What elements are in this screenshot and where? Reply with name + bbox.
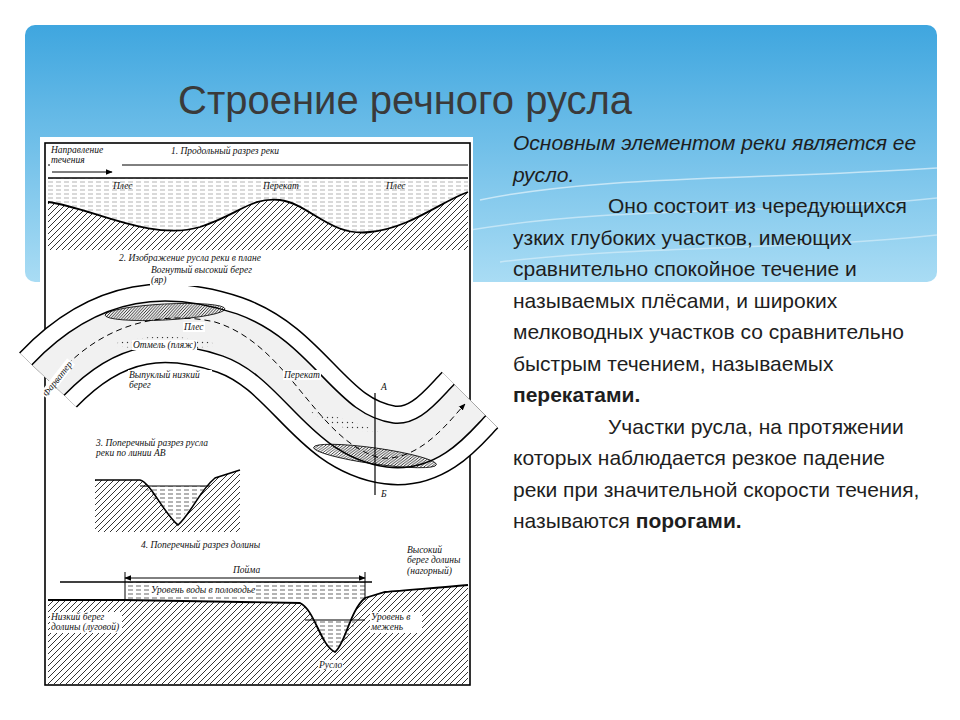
diagram-label: Отмель (пляж) (132, 340, 197, 350)
river-diagram (40, 137, 473, 690)
drawing-part (374, 393, 375, 495)
drawing-part (48, 585, 468, 652)
diagram-label: 4. Поперечный разрез долины (140, 540, 261, 550)
diagram-label: Пойма (232, 565, 261, 575)
drawing-part (125, 582, 365, 600)
drawing-part (105, 301, 226, 323)
paragraph-text: Основным элементом реки является ее русл… (513, 131, 916, 186)
paragraph: Оно состоит из чередующихся узких глубок… (513, 190, 925, 411)
drawing-part (110, 337, 220, 350)
drawing-part (40, 137, 473, 690)
slide-title: Строение речного русла (178, 78, 632, 123)
drawing-part (48, 192, 468, 250)
diagram-label: Плес (112, 181, 134, 191)
diagram-label: Низкий берег долины (луговой) (50, 612, 122, 633)
term: перекатами. (513, 383, 640, 406)
diagram-label: Плес (385, 181, 407, 191)
diagram-label: А (380, 382, 388, 392)
diagram-label: Уровень воды в половодье (150, 585, 256, 595)
drawing-part (45, 143, 470, 685)
diagram-label: Фарватер (40, 358, 75, 399)
drawing-part (48, 192, 468, 233)
diagram-label: Уровень в межень (370, 612, 422, 633)
drawing-part (48, 323, 470, 445)
drawing-part (60, 581, 372, 582)
drawing-part (95, 470, 240, 525)
term: порогами. (636, 509, 742, 532)
drawing-part (48, 585, 468, 684)
diagram-label: Выпуклый низкий берег (128, 370, 212, 391)
diagram-label: 3. Поперечный разрез русла реки по линии… (95, 438, 215, 459)
drawing-part (48, 323, 470, 445)
diagram-label: Перекат (283, 370, 321, 380)
drawing-part (48, 323, 470, 445)
diagram-label: Б (380, 489, 388, 499)
paragraph: Основным элементом реки является ее русл… (513, 127, 925, 190)
drawing-part (125, 578, 365, 579)
paragraph: Участки русла, на протяжении которых наб… (513, 411, 925, 537)
drawing-part (140, 485, 210, 486)
diagram-label: Высокий берег долины (нагорный) (406, 545, 466, 576)
diagram-label: Перекат (262, 181, 300, 191)
text-block: Основным элементом реки является ее русл… (513, 127, 925, 537)
diagram-label: Русло (318, 660, 343, 670)
diagram-label: Плес (183, 322, 205, 332)
paragraph-text: Оно состоит из чередующихся узких глубок… (513, 194, 907, 375)
drawing-part (48, 323, 470, 445)
drawing-part (95, 470, 240, 532)
diagram-label: Направление течения (50, 145, 122, 166)
drawing-part (60, 318, 465, 458)
diagram-label: 2. Изображение русла реки в плане (118, 253, 262, 263)
drawing-part (52, 172, 112, 173)
diagram-label: Вогнутый высокий берег (яр) (150, 265, 264, 286)
diagram-label: 1. Продольный разрез реки (170, 146, 280, 156)
